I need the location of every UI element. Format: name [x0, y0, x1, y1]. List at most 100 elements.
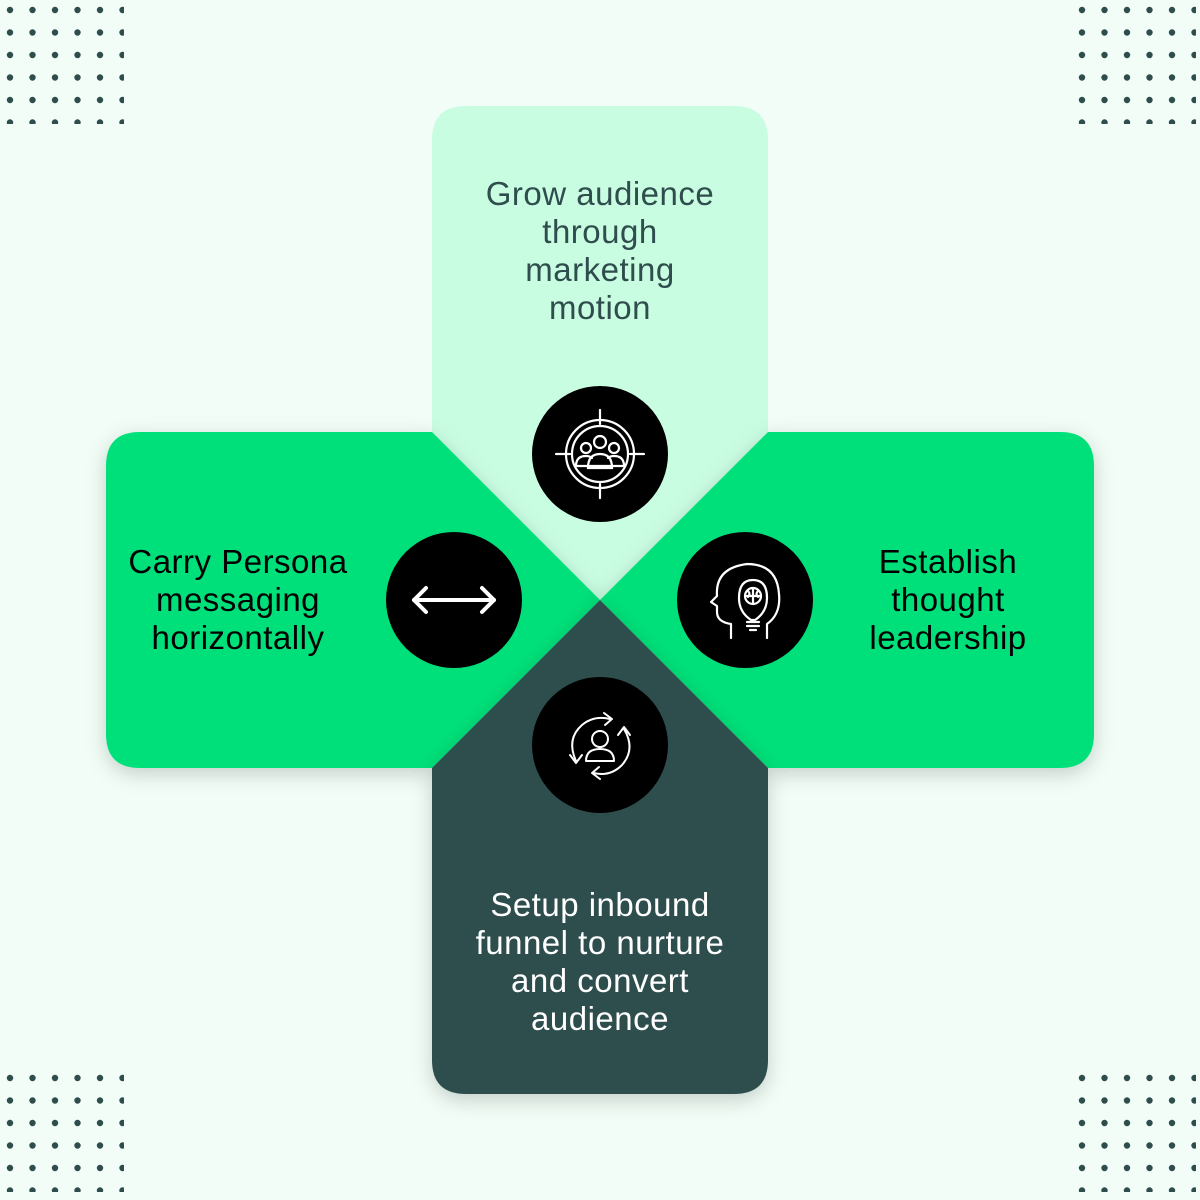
- dot: [1101, 119, 1108, 124]
- dot: [1123, 1097, 1131, 1104]
- dot: [1168, 1164, 1176, 1172]
- dot: [1123, 1187, 1131, 1192]
- dot: [96, 1097, 104, 1104]
- dot: [1123, 1164, 1131, 1172]
- dot: [29, 6, 36, 14]
- dot: [96, 1164, 104, 1172]
- dot: [1078, 1119, 1086, 1127]
- dot: [119, 29, 124, 36]
- dot: [29, 74, 36, 81]
- dot: [1191, 119, 1196, 124]
- dot: [96, 1119, 104, 1127]
- dot: [96, 29, 104, 36]
- dot: [6, 96, 14, 104]
- dot: [1078, 6, 1086, 14]
- dot: [74, 96, 81, 104]
- bottom-arm: [432, 600, 768, 1094]
- dot: [1168, 96, 1176, 104]
- dot: [119, 6, 124, 14]
- dot: [1146, 1119, 1153, 1127]
- dot: [1078, 29, 1086, 36]
- dot: [1078, 1164, 1086, 1172]
- dot: [6, 1164, 14, 1172]
- dot: [1123, 1142, 1131, 1149]
- dot: [29, 1119, 36, 1127]
- dot: [1101, 1097, 1108, 1104]
- dot: [29, 29, 36, 36]
- dot: [119, 1097, 124, 1104]
- dot: [51, 96, 59, 104]
- dot: [119, 1187, 124, 1192]
- right-item-text: Establish thought leadership: [869, 543, 1027, 656]
- dot: [1168, 1187, 1176, 1192]
- dot: [1168, 1097, 1176, 1104]
- dot: [1123, 96, 1131, 104]
- dot: [29, 1097, 36, 1104]
- dot: [119, 51, 124, 59]
- dot: [1078, 51, 1086, 59]
- dot: [74, 74, 81, 81]
- dot: [51, 51, 59, 59]
- dot: [1168, 1074, 1176, 1082]
- dot: [1123, 51, 1131, 59]
- dot: [1168, 74, 1176, 81]
- dot: [74, 1074, 81, 1082]
- dot: [1101, 6, 1108, 14]
- dot: [119, 1074, 124, 1082]
- right-arm: [600, 432, 1094, 768]
- dot: [1078, 1097, 1086, 1104]
- dot: [29, 96, 36, 104]
- dot: [29, 1142, 36, 1149]
- dot: [51, 1119, 59, 1127]
- dot: [119, 74, 124, 81]
- dot: [1123, 119, 1131, 124]
- dot: [1101, 1164, 1108, 1172]
- dot: [1191, 1074, 1196, 1082]
- dot: [6, 1074, 14, 1082]
- dot: [119, 96, 124, 104]
- dot: [1146, 51, 1153, 59]
- dot: [1101, 1119, 1108, 1127]
- dot: [51, 119, 59, 124]
- dot: [51, 6, 59, 14]
- dot: [29, 119, 36, 124]
- dot: [1146, 1074, 1153, 1082]
- dot: [74, 1119, 81, 1127]
- dot: [51, 1187, 59, 1192]
- head-lightbulb-brain-icon: [677, 532, 813, 668]
- dot: [6, 1119, 14, 1127]
- dot: [1101, 29, 1108, 36]
- dot: [96, 119, 104, 124]
- dot: [1168, 6, 1176, 14]
- dot: [6, 1097, 14, 1104]
- dot-grid-top-left: [4, 4, 124, 124]
- dot: [1101, 1187, 1108, 1192]
- dot: [74, 1097, 81, 1104]
- dot: [1191, 29, 1196, 36]
- dot: [1146, 119, 1153, 124]
- dot: [1146, 96, 1153, 104]
- dot: [1191, 1097, 1196, 1104]
- dot: [6, 1187, 14, 1192]
- dot: [6, 51, 14, 59]
- dot: [1123, 1074, 1131, 1082]
- dot: [1146, 74, 1153, 81]
- dot: [74, 51, 81, 59]
- dot-grid-bottom-left: [4, 1072, 124, 1192]
- dot: [1191, 1164, 1196, 1172]
- dot: [51, 29, 59, 36]
- dot: [29, 1074, 36, 1082]
- top-item-text: Grow audience through marketing motion: [485, 175, 715, 326]
- dot: [119, 1119, 124, 1127]
- dot: [1168, 1119, 1176, 1127]
- dot: [1168, 1142, 1176, 1149]
- dot: [51, 1097, 59, 1104]
- dot-grid-bottom-right: [1076, 1072, 1196, 1192]
- dot: [1123, 6, 1131, 14]
- dot: [1146, 1097, 1153, 1104]
- dot: [1191, 51, 1196, 59]
- left-arm: [106, 432, 600, 768]
- dot: [1101, 1074, 1108, 1082]
- dot: [1123, 1119, 1131, 1127]
- dot: [119, 1164, 124, 1172]
